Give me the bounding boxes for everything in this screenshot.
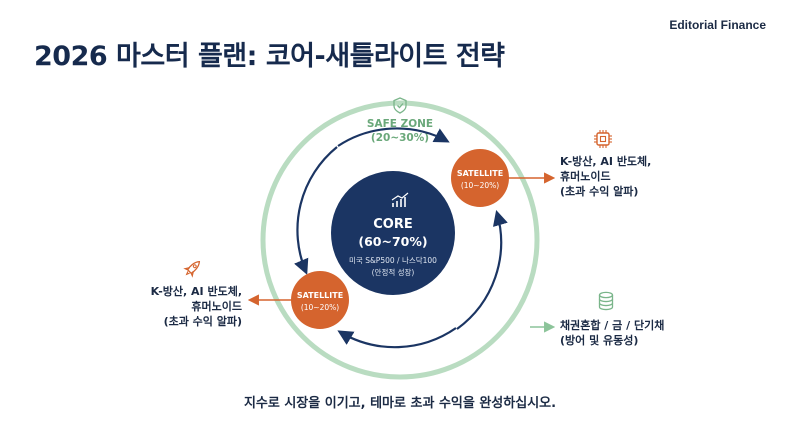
left-line2: 휴머노이드 bbox=[191, 300, 242, 313]
core-range: (60~70%) bbox=[358, 234, 427, 249]
cycle-arrow-left bbox=[294, 146, 338, 275]
brand-label: Editorial Finance bbox=[669, 18, 766, 32]
right-top-description: K-방산, AI 반도체, 휴머노이드 (초과 수익 알파) bbox=[560, 154, 651, 199]
satellite-top-range: (10~20%) bbox=[461, 181, 499, 190]
left-description: K-방산, AI 반도체, 휴머노이드 (초과 수익 알파) bbox=[118, 284, 242, 329]
right-bottom-description: 채권혼합 / 금 / 단기채 (방어 및 유동성) bbox=[560, 318, 664, 348]
cycle-arrow-bottom bbox=[337, 327, 457, 349]
footer-message: 지수로 시장을 이기고, 테마로 초과 수익을 완성하십시오. bbox=[243, 396, 557, 411]
chip-icon bbox=[594, 130, 612, 148]
right-top-line2: 휴머노이드 bbox=[560, 170, 611, 183]
left-line1: K-방산, AI 반도체, bbox=[150, 285, 242, 298]
right-bottom-line2: (방어 및 유동성) bbox=[560, 334, 639, 347]
chart-up-icon bbox=[391, 192, 409, 207]
right-bottom-line1: 채권혼합 / 금 / 단기채 bbox=[560, 319, 665, 332]
core-label: CORE bbox=[373, 217, 412, 232]
safe-zone-label: SAFE ZONE bbox=[367, 118, 433, 130]
core-detail: 미국 S&P500 / 나스닥100 bbox=[349, 255, 437, 265]
rocket-icon bbox=[183, 260, 201, 278]
satellite-circle-left bbox=[291, 271, 349, 329]
safe-zone-ring bbox=[260, 100, 540, 380]
satellite-left-label: SATELLITE bbox=[297, 291, 343, 300]
right-top-line3: (초과 수익 알파) bbox=[560, 185, 639, 198]
shield-icon bbox=[393, 97, 407, 114]
cycle-arrow-top bbox=[337, 127, 450, 147]
core-circle bbox=[331, 171, 455, 295]
satellite-top-label: SATELLITE bbox=[457, 169, 503, 178]
satellite-left-range: (10~20%) bbox=[301, 303, 339, 312]
core-note: (안정적 성장) bbox=[372, 267, 415, 277]
satellite-circle-top-right bbox=[451, 149, 509, 207]
cycle-arrow-right bbox=[456, 210, 508, 330]
database-icon bbox=[598, 291, 614, 311]
page-title: 2026 마스터 플랜: 코어-새틀라이트 전략 bbox=[34, 41, 505, 72]
right-top-line1: K-방산, AI 반도체, bbox=[560, 155, 652, 168]
safe-zone-range: (20~30%) bbox=[371, 132, 429, 144]
left-line3: (초과 수익 알파) bbox=[163, 315, 242, 328]
